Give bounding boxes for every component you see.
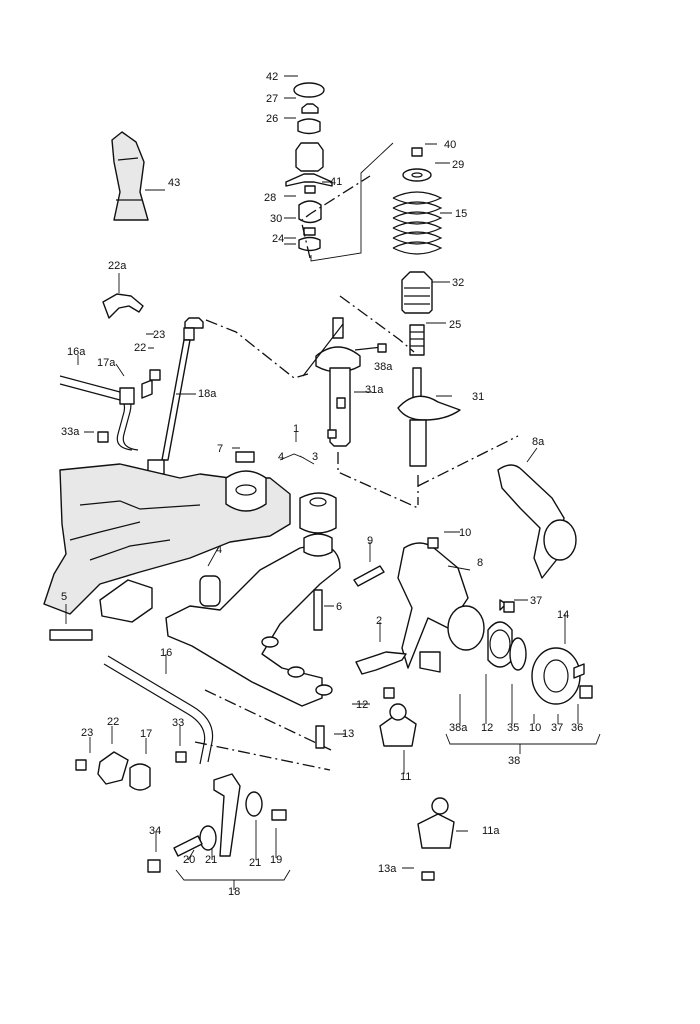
- callout-28: 28: [264, 192, 276, 204]
- callout-33: 33: [172, 717, 184, 729]
- callout-37: 37: [551, 722, 563, 734]
- callout-8: 8: [477, 557, 483, 569]
- callout-13: 13: [342, 728, 354, 740]
- steering-knuckle: [353, 464, 577, 673]
- callout-17: 17: [140, 728, 152, 740]
- callout-1: 1: [293, 423, 299, 435]
- callout-18: 18: [228, 886, 240, 898]
- callout-10-top: 10: [459, 527, 471, 539]
- callout-42: 42: [266, 71, 278, 83]
- callout-18a: 18a: [198, 388, 217, 400]
- callout-29: 29: [452, 159, 464, 171]
- subframe: [43, 451, 291, 641]
- callout-33a: 33a: [61, 426, 80, 438]
- callout-8a: 8a: [532, 436, 545, 448]
- wheel-hub-assembly: [445, 601, 601, 754]
- callout-4-top: 4: [278, 451, 284, 463]
- spring-assembly: [392, 147, 443, 356]
- callout-leaders: [65, 75, 579, 869]
- callout-12: 12: [481, 722, 493, 734]
- callout-13a: 13a: [378, 863, 397, 875]
- callout-41: 41: [330, 176, 342, 188]
- callout-10: 10: [529, 722, 541, 734]
- callout-20: 20: [183, 854, 195, 866]
- callout-17a: 17a: [97, 357, 116, 369]
- anti-roll-link-front: [59, 293, 204, 475]
- callout-38: 38: [508, 755, 520, 767]
- callout-23-top: 23: [153, 329, 165, 341]
- callout-37-top: 37: [530, 595, 542, 607]
- callout-22-top: 22: [134, 342, 146, 354]
- callout-35: 35: [507, 722, 519, 734]
- callout-3: 3: [312, 451, 318, 463]
- callout-31a: 31a: [365, 384, 384, 396]
- callout-26: 26: [266, 113, 278, 125]
- callout-labels: 42 27 26 41 28 30 24 40 29 15 32 25 43 2…: [61, 71, 583, 898]
- top-mount-stack: [285, 82, 394, 262]
- callout-9: 9: [367, 535, 373, 547]
- callout-25: 25: [449, 319, 461, 331]
- callout-32: 32: [452, 277, 464, 289]
- callout-16a: 16a: [67, 346, 86, 358]
- strut-31: [397, 367, 461, 467]
- callout-21-left: 21: [205, 854, 217, 866]
- callout-4: 4: [216, 544, 222, 556]
- callout-23: 23: [81, 727, 93, 739]
- callout-38a-top: 38a: [374, 361, 393, 373]
- callout-22: 22: [107, 716, 119, 728]
- callout-7: 7: [217, 443, 223, 455]
- callout-27: 27: [266, 93, 278, 105]
- callout-40: 40: [444, 139, 456, 151]
- callout-34: 34: [149, 825, 161, 837]
- callout-15: 15: [455, 208, 467, 220]
- anti-roll-bar-rear: [75, 655, 291, 890]
- callout-19: 19: [270, 854, 282, 866]
- callout-16: 16: [160, 647, 172, 659]
- callout-24: 24: [272, 233, 284, 245]
- callout-11a: 11a: [482, 825, 500, 837]
- callout-5: 5: [61, 591, 67, 603]
- grease-tube: [111, 131, 149, 221]
- callout-36: 36: [571, 722, 583, 734]
- callout-14: 14: [557, 609, 569, 621]
- callout-12-left: 12: [356, 699, 368, 711]
- callout-43: 43: [168, 177, 180, 189]
- callout-30: 30: [270, 213, 282, 225]
- callout-21: 21: [249, 857, 261, 869]
- ball-joints: [355, 651, 455, 881]
- callout-22a: 22a: [108, 260, 127, 272]
- callout-2: 2: [376, 615, 382, 627]
- strut-31a: [302, 317, 387, 447]
- callout-38a: 38a: [449, 722, 468, 734]
- lower-control-arm: [165, 492, 341, 749]
- callout-31: 31: [472, 391, 484, 403]
- callout-11: 11: [400, 771, 411, 783]
- callout-6: 6: [336, 601, 342, 613]
- assembly-lines: [194, 175, 519, 771]
